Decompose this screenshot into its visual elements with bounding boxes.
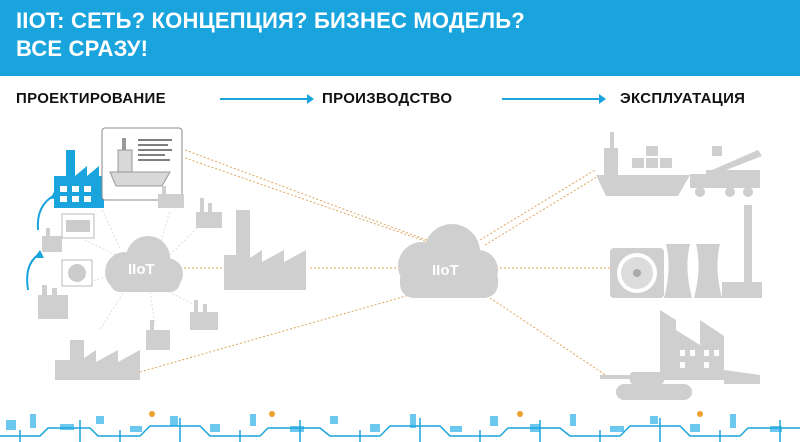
center-cloud-label: IIoT: [432, 262, 459, 279]
blue-arrowhead-2: [34, 250, 44, 258]
left-spokes: [74, 204, 201, 331]
small-plant-icon-top: [158, 186, 184, 208]
page-title: IIOT: СЕТЬ? КОНЦЕПЦИЯ? БИЗНЕС МОДЕЛЬ? ВС…: [16, 7, 525, 63]
blueprint-card: [101, 127, 183, 201]
arrow-design-to-production: [220, 94, 314, 104]
turbine-fan-icon: [610, 248, 664, 298]
link-design-to-center: [184, 149, 441, 246]
link-center-to-tank: [489, 297, 611, 379]
connection-lines: [139, 149, 611, 379]
fan-card-icon: [61, 259, 93, 287]
left-cloud-icon: [105, 236, 183, 292]
circuit-pattern-strip: [0, 408, 800, 442]
stage-production-label: ПРОИЗВОДСТВО: [322, 90, 453, 107]
link-center-to-ship: [484, 174, 601, 246]
bottom-left-factory-icon: [55, 340, 140, 380]
stage-design-label: ПРОЕКТИРОВАНИЕ: [16, 90, 166, 107]
ship-blueprint-icon: [109, 171, 171, 187]
blueprint-text-lines: [138, 139, 172, 161]
small-plant-icon-mid: [196, 198, 222, 228]
title-line-2: ВСЕ СРАЗУ!: [16, 36, 149, 61]
link-center-to-ship-2: [479, 169, 596, 241]
center-cloud-icon: [398, 224, 498, 298]
link-factory-to-center: [139, 291, 421, 373]
header-banner: IIOT: СЕТЬ? КОНЦЕПЦИЯ? БИЗНЕС МОДЕЛЬ? ВС…: [0, 0, 800, 76]
large-factory-icon: [224, 210, 306, 290]
small-plant-icon-bottom: [190, 300, 218, 330]
engine-card-icon: [61, 213, 95, 239]
small-factory-icon-1: [42, 228, 62, 252]
stage-operation-label: ЭКСПЛУАТАЦИЯ: [620, 90, 746, 107]
building-icon: [660, 310, 724, 380]
crane-truck-icon: [690, 146, 762, 197]
left-gray-icons: [38, 186, 222, 350]
arrow-production-to-operation: [502, 94, 606, 104]
cargo-ship-icon: [596, 132, 690, 196]
title-line-1: IIOT: СЕТЬ? КОНЦЕПЦИЯ? БИЗНЕС МОДЕЛЬ?: [16, 8, 525, 33]
cooling-towers-icon: [664, 205, 762, 298]
small-plant-icon-low: [146, 320, 170, 350]
link-design-to-center-2: [184, 157, 446, 249]
tank-icon: [600, 370, 760, 400]
left-cloud-label: IIoT: [128, 261, 155, 278]
fan-factory-icon: [38, 285, 68, 319]
